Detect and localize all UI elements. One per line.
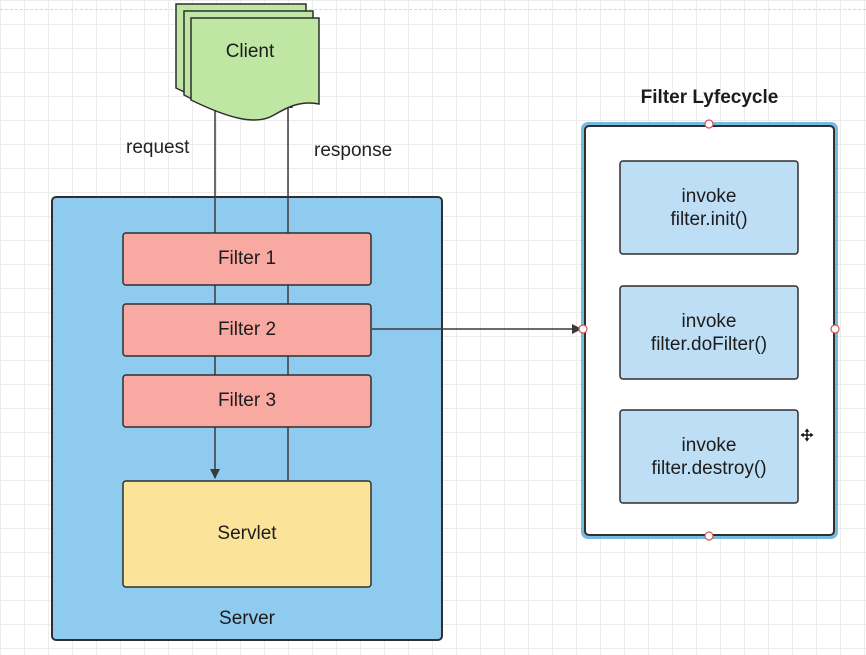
lifecycle-step-init-line1: invoke [681,185,737,207]
lifecycle-step-box-destroy[interactable] [619,409,799,504]
selection-handle-bottom[interactable] [704,531,714,541]
filter-box-2[interactable] [122,303,372,357]
lifecycle-step-dofilter-text: invoke filter.doFilter() [620,286,798,379]
filter-box-3[interactable] [122,374,372,428]
selection-handle-top[interactable] [704,119,714,129]
lifecycle-step-destroy-line2: filter.destroy() [651,457,767,479]
servlet-box[interactable] [122,480,372,588]
lifecycle-step-box-init[interactable] [619,160,799,255]
selection-handle-right[interactable] [830,324,840,334]
filter-box-1[interactable] [122,232,372,286]
lifecycle-title: Filter Lyfecycle [640,87,779,108]
filter-label-3: Filter 3 [217,390,277,411]
client-label: Client [225,41,275,62]
move-cursor-icon [799,427,815,443]
client-shape[interactable] [175,3,320,121]
filter-label-2: Filter 2 [217,319,277,340]
request-label: request [126,137,190,158]
lifecycle-step-destroy-text: invoke filter.destroy() [620,410,798,503]
filter-label-1: Filter 1 [217,248,277,269]
lifecycle-step-init-line2: filter.init() [670,208,748,230]
lifecycle-step-dofilter-line1: invoke [681,310,737,332]
page-boundary-line [0,9,866,10]
selection-handle-left[interactable] [578,324,588,334]
lifecycle-step-dofilter-line2: filter.doFilter() [650,333,768,355]
lifecycle-step-init-text: invoke filter.init() [620,161,798,254]
lifecycle-step-destroy-line1: invoke [681,434,737,456]
server-label: Server [219,608,275,629]
lifecycle-step-box-dofilter[interactable] [619,285,799,380]
servlet-label: Servlet [217,523,277,544]
response-label: response [314,140,393,161]
